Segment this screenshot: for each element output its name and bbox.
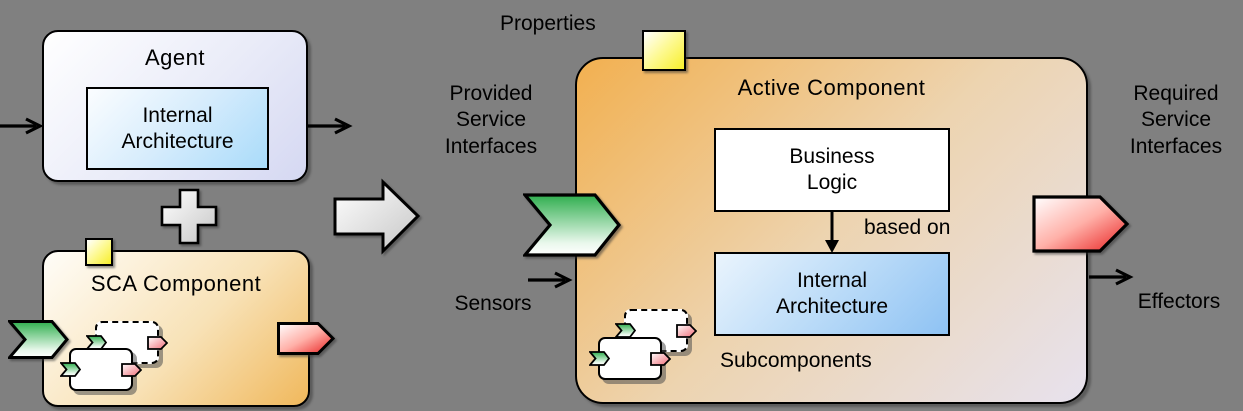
required-service-interfaces-label: Required Service Interfaces <box>1129 82 1223 158</box>
subcomponents-icon <box>589 309 697 385</box>
required-interface-icon <box>650 352 671 366</box>
plus-icon <box>160 188 218 245</box>
required-interface-icon <box>676 324 697 338</box>
active-component-box: Active Component Business Logic based on… <box>575 57 1088 404</box>
subcomponents-icon <box>60 321 168 397</box>
required-interface-icon <box>121 363 142 377</box>
active-internal-architecture-box: Internal Architecture <box>714 252 950 336</box>
agent-box-title: Agent <box>145 45 205 70</box>
transform-arrow-icon <box>333 178 421 255</box>
provided-interface-icon <box>589 351 610 366</box>
subcomponent-box-solid <box>60 348 142 391</box>
sensor-arrow-icon <box>528 271 573 289</box>
required-interface-icon <box>147 336 168 350</box>
property-icon <box>85 238 113 266</box>
provided-interface-icon <box>615 323 636 338</box>
provided-service-interfaces-label: Provided Service Interfaces <box>444 82 538 158</box>
provided-interface-icon <box>60 362 81 377</box>
required-interface-icon <box>1032 195 1130 253</box>
business-logic-box: Business Logic <box>714 128 950 212</box>
effector-arrow-icon <box>1089 268 1134 286</box>
agent-box: Agent Internal Architecture <box>42 30 308 182</box>
effectors-label: Effectors <box>1137 290 1221 313</box>
sca-component-box: SCA Component <box>42 250 310 407</box>
subcomponents-label: Subcomponents <box>720 349 872 372</box>
subcomponent-box-solid <box>589 337 671 380</box>
properties-label: Properties <box>500 12 596 35</box>
subcomponent-box-dashed <box>86 321 168 364</box>
agent-output-arrow-icon <box>307 117 353 135</box>
based-on-label: based on <box>864 216 951 239</box>
active-component-title: Active Component <box>737 75 926 100</box>
provided-interface-icon <box>8 320 69 359</box>
sca-box-title: SCA Component <box>90 271 262 296</box>
agent-internal-architecture-box: Internal Architecture <box>86 87 269 170</box>
required-interface-icon <box>277 322 335 355</box>
property-icon <box>642 30 686 71</box>
based-on-arrow-icon <box>825 212 839 253</box>
sensors-label: Sensors <box>454 292 532 315</box>
agent-input-arrow-icon <box>0 117 44 135</box>
provided-interface-icon <box>523 193 622 257</box>
